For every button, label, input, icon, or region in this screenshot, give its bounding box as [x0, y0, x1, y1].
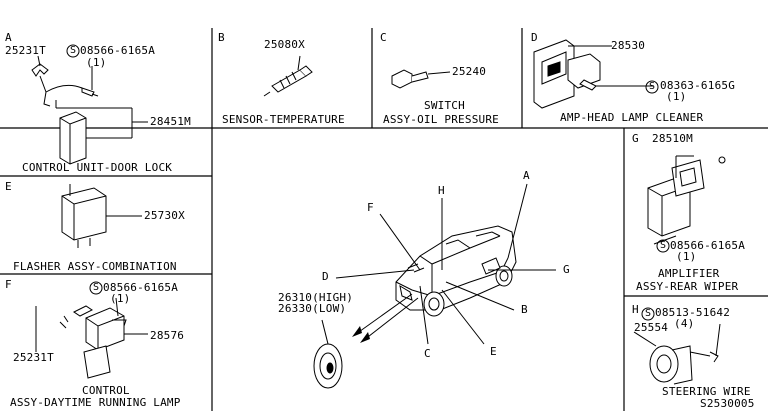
bolt-quantity: (1): [110, 292, 131, 305]
temperature-sensor-drawing: [263, 55, 313, 97]
callout-b: B: [521, 303, 528, 316]
bolt-number: 08566-6165A: [80, 44, 156, 57]
callout-f: F: [367, 201, 374, 214]
caption-headlamp-cleaner: AMP-HEAD LAMP CLEANER: [560, 111, 704, 124]
screw-symbol-icon: [66, 44, 80, 58]
bolt-number: 08513-51642: [655, 306, 731, 319]
steering-wire-drawing: [633, 331, 719, 385]
bolt-number: 08363-6165G: [660, 79, 736, 92]
screw-symbol-icon: [89, 281, 103, 295]
caption-oil-pressure: ASSY-OIL PRESSURE: [383, 113, 499, 126]
leader-lines: [37, 45, 721, 357]
screw-s-glyph: S: [70, 45, 77, 56]
bolt-quantity: (1): [666, 90, 687, 103]
part-number-25730x: 25730X: [144, 209, 185, 222]
caption-daytime-running-lamp: ASSY-DAYTIME RUNNING LAMP: [10, 396, 181, 409]
bolt-quantity: (1): [676, 250, 697, 263]
panel-letter-a: A: [5, 31, 12, 44]
part-number-25554: 25554: [634, 321, 669, 334]
part-number-28510m: 28510M: [652, 132, 693, 145]
part-number-25231t: 25231T: [5, 44, 46, 57]
screw-symbol-icon: [656, 239, 670, 253]
screw-s-glyph: S: [660, 240, 667, 251]
panel-letter-h: H: [632, 303, 639, 316]
caption-switch: SWITCH: [424, 99, 465, 112]
part-number-28451m: 28451M: [150, 115, 191, 128]
caption-steering-wire: STEERING WIRE: [662, 385, 751, 398]
callout-h: H: [438, 184, 445, 197]
headlamp-cleaner-amp-drawing: [533, 39, 644, 109]
horn-low-label: 26330(LOW): [278, 302, 347, 315]
callout-d: D: [322, 270, 329, 283]
part-number-25240: 25240: [452, 65, 487, 78]
panel-letter-e: E: [5, 180, 12, 193]
door-lock-unit-drawing: [31, 63, 148, 165]
bolt-quantity: (1): [86, 56, 107, 69]
callout-e: E: [490, 345, 497, 358]
screw-symbol-icon: [645, 80, 659, 94]
part-number-25231t: 25231T: [13, 351, 54, 364]
screw-s-glyph: S: [645, 308, 652, 319]
callout-g: G: [563, 263, 570, 276]
caption-rear-wiper: ASSY-REAR WIPER: [636, 280, 739, 293]
horn-high-label: 26310(HIGH): [278, 291, 354, 304]
caption-amplifier: AMPLIFIER: [658, 267, 720, 280]
panel-letter-c: C: [380, 31, 387, 44]
rear-wiper-amp-drawing: [647, 155, 726, 237]
part-number-28576: 28576: [150, 329, 185, 342]
bolt-number: 08566-6165A: [103, 281, 179, 294]
callout-a: A: [523, 169, 530, 182]
vehicle-drawing: [395, 225, 517, 317]
caption-control: CONTROL: [82, 384, 130, 397]
callout-c: C: [424, 347, 431, 360]
horn-drawing: [313, 319, 343, 389]
bolt-number: 08566-6165A: [670, 239, 746, 252]
caption-door-lock: CONTROL UNIT-DOOR LOCK: [22, 161, 173, 174]
drl-control-drawing: [35, 305, 148, 379]
screw-symbol-icon: [641, 307, 655, 321]
part-number-25080x: 25080X: [264, 38, 305, 51]
panel-letter-f: F: [5, 278, 12, 291]
caption-flasher: FLASHER ASSY-COMBINATION: [13, 260, 177, 273]
screw-s-glyph: S: [93, 282, 100, 293]
part-number-28530: 28530: [611, 39, 646, 52]
oil-pressure-switch-drawing: [391, 69, 451, 89]
diagram-code: S2530005: [700, 397, 755, 410]
caption-sensor-temperature: SENSOR-TEMPERATURE: [222, 113, 345, 126]
panel-letter-g: G: [632, 132, 639, 145]
flasher-drawing: [61, 184, 142, 248]
bolt-quantity: (4): [674, 317, 695, 330]
panel-letter-d: D: [531, 31, 538, 44]
panel-letter-b: B: [218, 31, 225, 44]
screw-s-glyph: S: [649, 81, 656, 92]
